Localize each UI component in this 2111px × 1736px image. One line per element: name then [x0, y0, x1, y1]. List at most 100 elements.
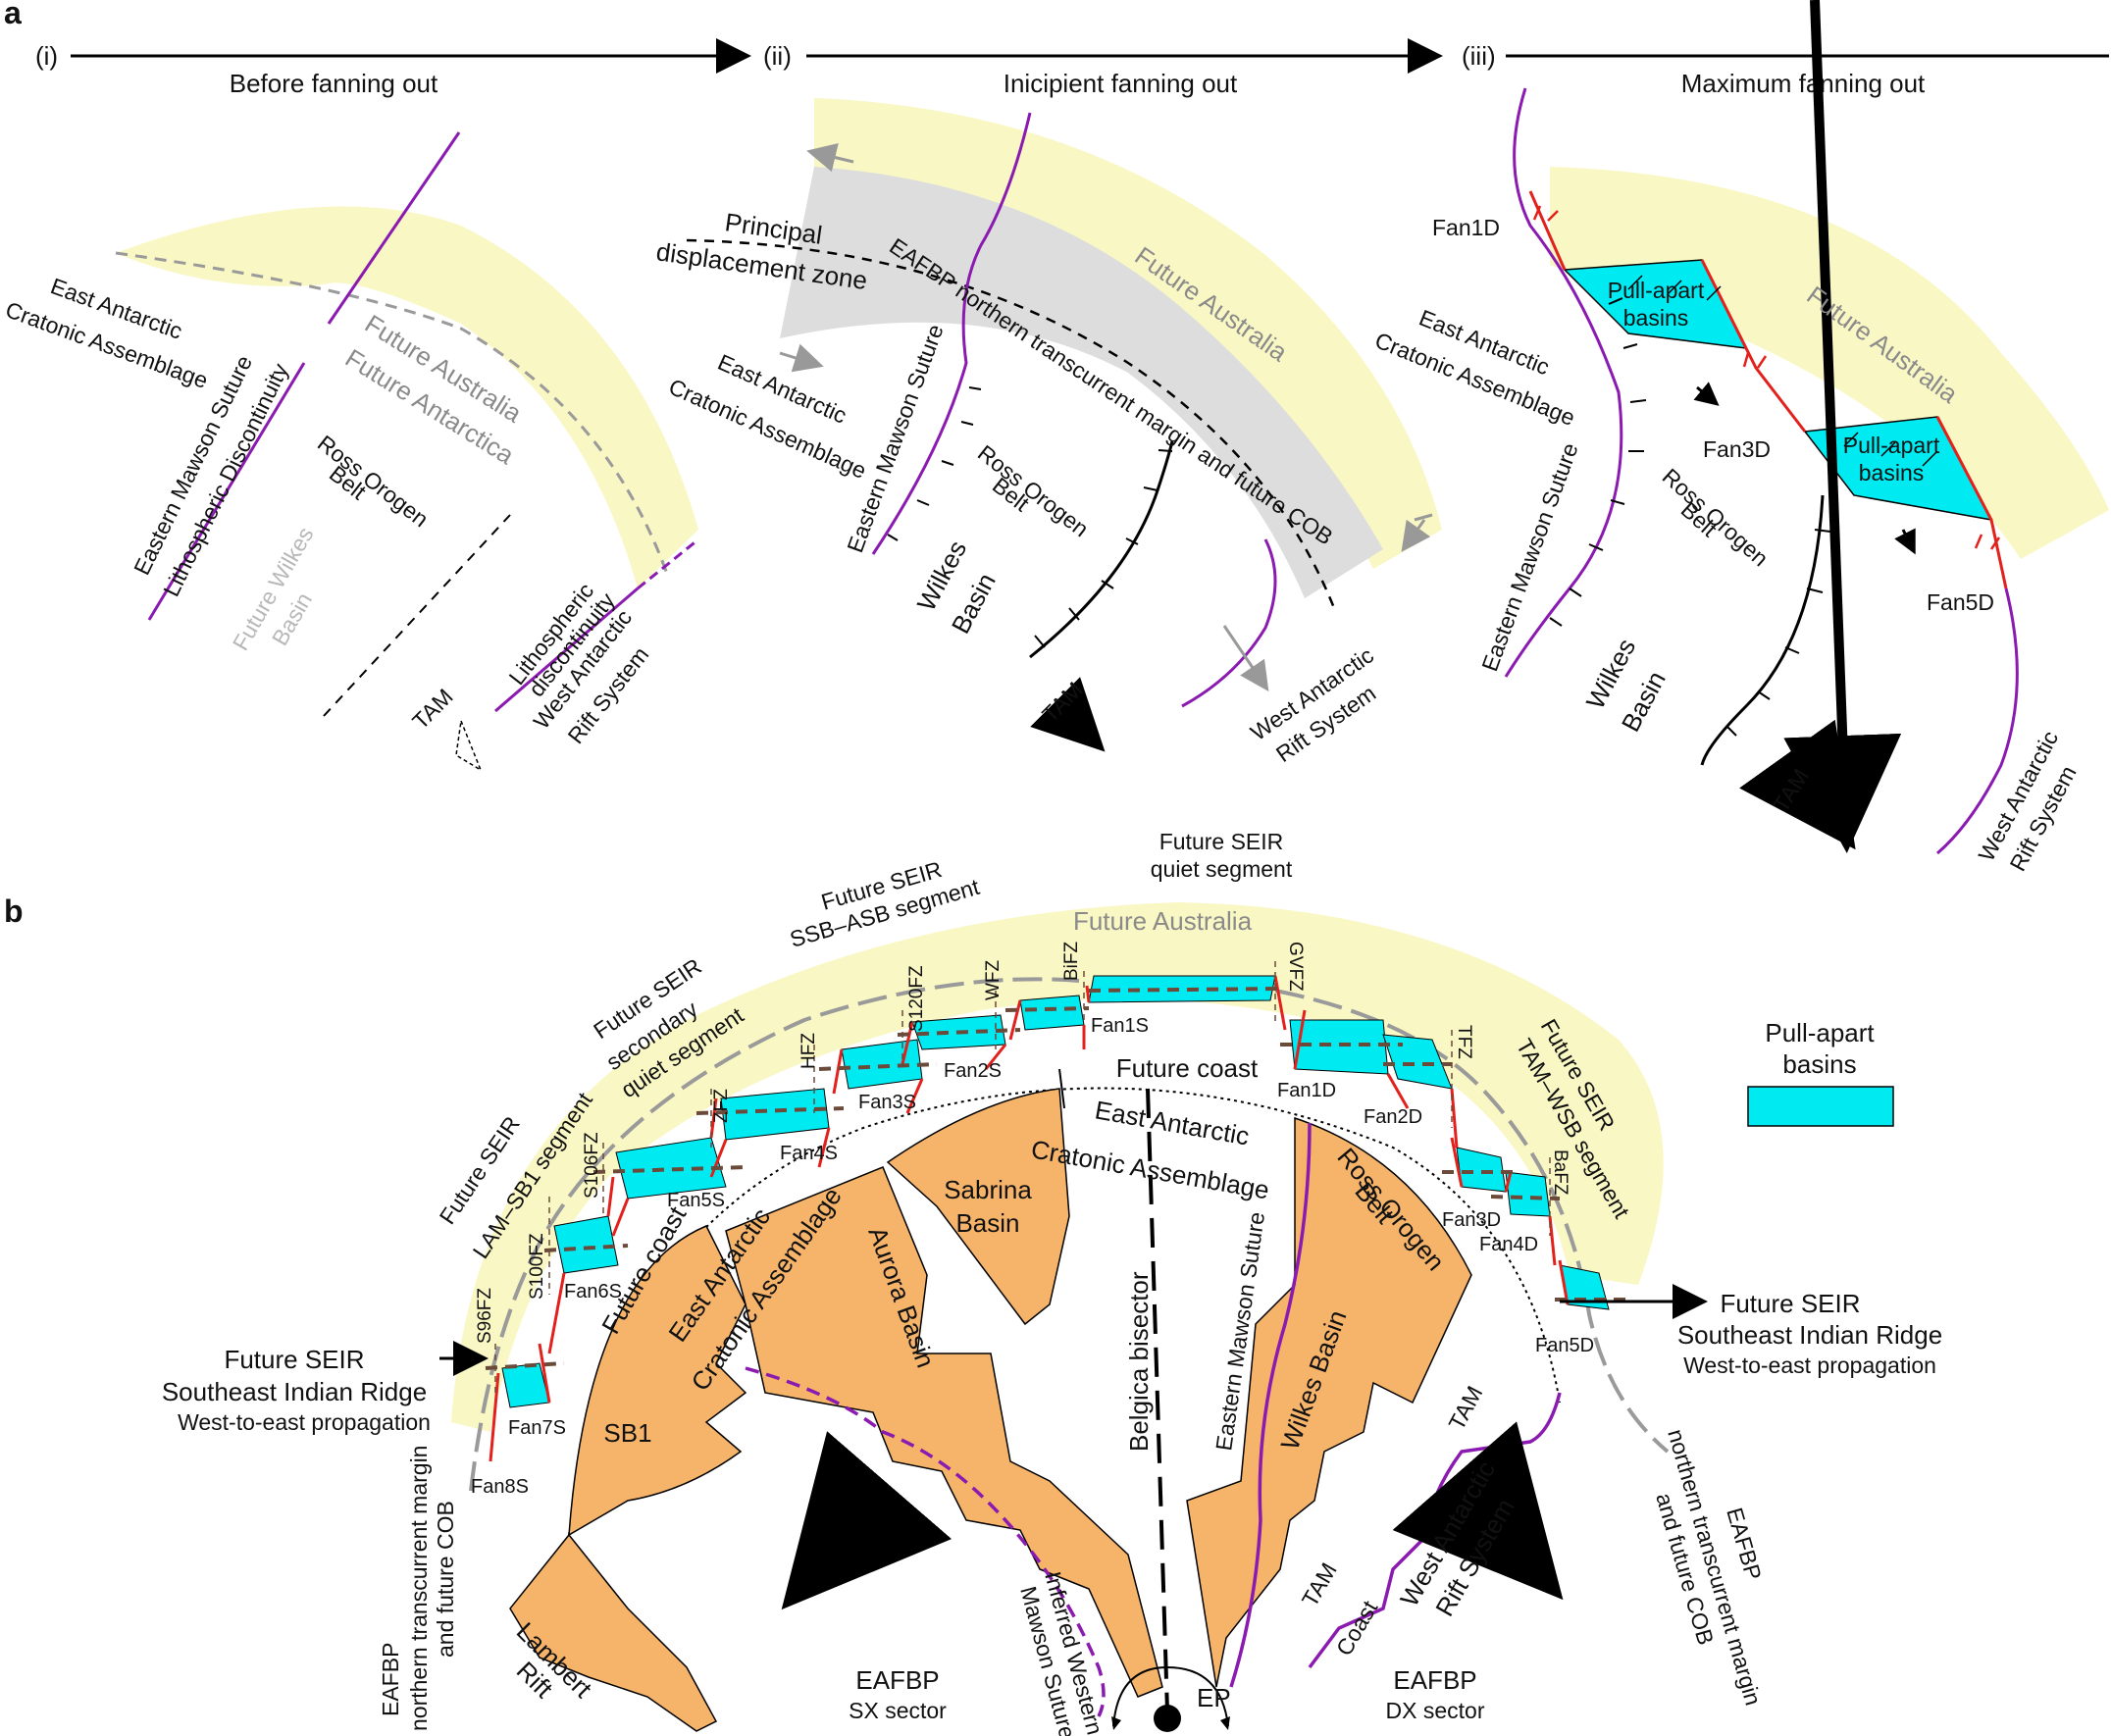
- ep-dot: [1154, 1705, 1181, 1732]
- fan2s: Fan2S: [944, 1060, 1002, 1082]
- tam-i: TAM: [407, 684, 458, 735]
- ea-craton-b-1: East Antarctic: [1093, 1095, 1252, 1150]
- suture-line-iii: [1504, 87, 1623, 678]
- inferred-mawson-b: [745, 1366, 1106, 1717]
- tam-iii: TAM: [1768, 764, 1814, 817]
- belgica-bisector: [1146, 1088, 1169, 1712]
- stage-i-roman: (i): [35, 41, 58, 71]
- pdz-band-ii: [780, 167, 1383, 598]
- fz-bafz: BaFZ: [1550, 1149, 1570, 1196]
- sx-label-1: EAFBP: [855, 1665, 939, 1695]
- fan8s: Fan8S: [471, 1476, 529, 1498]
- fz-wfz: WFZ: [983, 959, 1004, 1000]
- eafbp-left-1: EAFBP: [378, 1643, 403, 1716]
- pull-apart-iii-2b: basins: [1859, 460, 1924, 485]
- fan1d-iii: Fan1D: [1432, 215, 1500, 240]
- fz-bifz: BiFZ: [1061, 942, 1082, 982]
- eastern-mawson-line-i: [147, 362, 306, 621]
- panel-a-label: a: [4, 0, 22, 30]
- pull-apart-sx-6: [615, 1137, 727, 1200]
- right-seir-2: Southeast Indian Ridge: [1677, 1320, 1942, 1350]
- cob-dashed-left: [469, 977, 1080, 1492]
- fz-gvfz: GVFZ: [1285, 942, 1306, 992]
- red-faults-b: [489, 975, 1570, 1462]
- fan1s: Fan1S: [1091, 1015, 1149, 1037]
- legend-swatch: [1747, 1086, 1894, 1127]
- fan4s: Fan4S: [780, 1143, 838, 1164]
- fan1d: Fan1D: [1277, 1080, 1336, 1101]
- spreading-dashed-b: [485, 987, 1628, 1370]
- fan3d: Fan3D: [1442, 1209, 1501, 1231]
- stage-ii-diagram: [686, 98, 1442, 752]
- eastern-mawson-line-ii: [871, 112, 1032, 555]
- tam-line-iii: [1700, 494, 1825, 766]
- panel-b-label: b: [4, 894, 24, 929]
- pull-apart-iii-2a: Pull-apart: [1843, 433, 1940, 458]
- dx-big-arrow: [1392, 1421, 1564, 1601]
- fan7s: Fan7S: [508, 1417, 566, 1439]
- left-seir-3: West-to-east propagation: [178, 1409, 431, 1435]
- sabrina-b-2: Basin: [955, 1208, 1019, 1238]
- tam-line-ii: [1029, 440, 1174, 659]
- fz-zfz: ZFZ: [711, 1089, 732, 1123]
- fan3s: Fan3S: [858, 1092, 916, 1113]
- tam-arrow-ii: [1030, 677, 1106, 752]
- future-australia-band-b: [451, 902, 1664, 1432]
- tam-ii: TAM: [1037, 677, 1088, 728]
- sabrina-b-1: Sabrina: [944, 1175, 1032, 1204]
- right-seir-3: West-to-east propagation: [1683, 1353, 1936, 1378]
- future-coast-b: Future coast: [1116, 1053, 1259, 1083]
- future-coast-arc: [568, 1087, 1561, 1536]
- pull-apart-sx-5: [720, 1088, 830, 1141]
- eafbp-left-3: and future COB: [433, 1501, 458, 1658]
- stage-iii-title: Maximum fanning out: [1681, 69, 1926, 98]
- fault-red-iii: [1528, 190, 2008, 589]
- legend-label-1: Pull-apart: [1765, 1018, 1875, 1047]
- fan6s: Fan6S: [564, 1281, 622, 1302]
- stage-ii-roman: (ii): [763, 41, 792, 71]
- future-australia-b: Future Australia: [1073, 906, 1253, 936]
- sx-big-arrow: [781, 1431, 953, 1610]
- fan5s: Fan5S: [667, 1190, 725, 1211]
- pull-apart-dx-4: [1505, 1171, 1551, 1217]
- litho-disc-dashed-i: [637, 537, 699, 590]
- left-seir-1: Future SEIR: [224, 1345, 364, 1374]
- stage-ii-title: Inicipient fanning out: [1004, 69, 1238, 98]
- eafbp-dashed-ii: [686, 238, 1336, 609]
- pull-apart-iii-1a: Pull-apart: [1608, 278, 1705, 303]
- future-antarctica-boundary-i: [115, 251, 669, 575]
- fz-s120: S120FZ: [906, 965, 927, 1032]
- pull-apart-iii-1b: basins: [1623, 305, 1688, 331]
- fz-s96: S96FZ: [475, 1288, 495, 1344]
- future-australia-band-i: [116, 206, 698, 588]
- tam-arrow-iii: [1783, 0, 1902, 853]
- panel-b-diagram: [439, 902, 1894, 1732]
- tam-dashed-i: [323, 514, 511, 717]
- suture-line-i-upper: [327, 131, 461, 325]
- fan3d-iii: Fan3D: [1703, 436, 1771, 462]
- tam-b-upper: TAM: [1443, 1382, 1487, 1435]
- right-seir-1: Future SEIR: [1720, 1289, 1860, 1318]
- wars-line-iii: [1936, 587, 2019, 855]
- fan5d-iii: Fan5D: [1927, 589, 1994, 615]
- lambert-rift: [509, 1533, 718, 1732]
- pull-apart-sx-1: [1088, 975, 1276, 1003]
- pull-apart-dx-1: [1289, 1019, 1389, 1075]
- fz-s100: S100FZ: [527, 1233, 547, 1300]
- sb1-b: SB1: [603, 1418, 651, 1448]
- future-australia-band-ii: [814, 98, 1442, 569]
- fan4d: Fan4D: [1479, 1234, 1538, 1255]
- sb1-basin: [568, 1225, 747, 1537]
- ep-label: EP: [1197, 1683, 1231, 1712]
- fz-tfz: TFZ: [1454, 1025, 1474, 1059]
- pull-apart-dx-3: [1456, 1147, 1507, 1193]
- pull-apart-sx-4: [841, 1039, 923, 1090]
- fan5d: Fan5D: [1535, 1335, 1594, 1356]
- fz-hfz: HFZ: [798, 1033, 819, 1069]
- dx-label-1: EAFBP: [1393, 1665, 1476, 1695]
- sabrina-basin: [886, 1088, 1070, 1326]
- fz-s106: S106FZ: [582, 1132, 602, 1199]
- wars-line-ii: [1181, 538, 1277, 708]
- fan2d: Fan2D: [1364, 1106, 1422, 1128]
